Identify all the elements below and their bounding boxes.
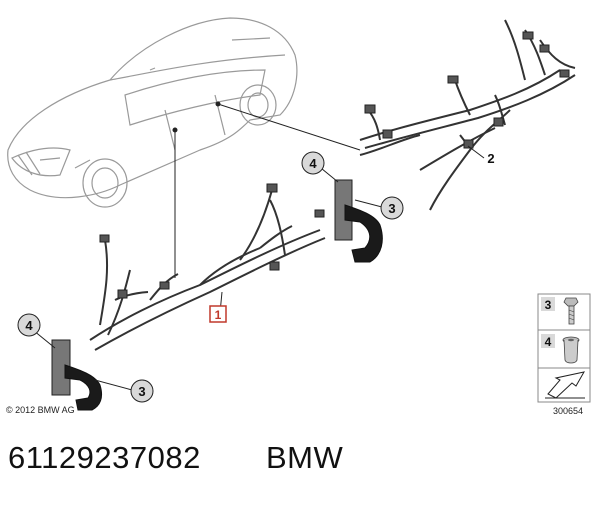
callout-4-left[interactable]: 4 <box>17 313 41 337</box>
legend-panel: 3 4 <box>537 293 591 403</box>
callout-1-label: 1 <box>215 308 222 322</box>
leader-lines <box>172 101 361 278</box>
diagram-id: 300654 <box>553 406 584 416</box>
part-number: 61129237082 <box>8 440 201 475</box>
callout-2-label: 2 <box>487 151 494 166</box>
callout-4-right-label: 4 <box>309 156 317 171</box>
callout-3-left-label: 3 <box>138 384 145 399</box>
legend-item-4-label: 4 <box>545 335 552 349</box>
copyright-text: © 2012 BMW AG <box>6 405 75 415</box>
brand-name: BMW <box>266 440 344 475</box>
callout-3-right-label: 3 <box>388 201 395 216</box>
callout-2[interactable]: 2 <box>487 151 494 166</box>
callout-leaders <box>27 145 485 391</box>
car-outline-illustration <box>7 17 298 208</box>
callout-1[interactable]: 1 <box>209 305 227 323</box>
right-harness-connectors <box>364 31 570 149</box>
callout-4-left-label: 4 <box>25 318 33 333</box>
nut-icon <box>562 336 580 364</box>
left-harness-connectors <box>99 183 325 299</box>
left-door-lock-assembly <box>51 339 103 411</box>
direction-arrow-icon <box>545 371 585 399</box>
left-wiring-harness <box>89 189 326 351</box>
callout-3-right[interactable]: 3 <box>380 196 404 220</box>
right-wiring-harness <box>359 19 576 211</box>
right-door-lock-assembly <box>334 179 383 263</box>
bolt-icon <box>563 297 579 325</box>
callout-4-right[interactable]: 4 <box>301 151 325 175</box>
callout-3-left[interactable]: 3 <box>130 379 154 403</box>
legend-item-3-label: 3 <box>545 298 552 312</box>
